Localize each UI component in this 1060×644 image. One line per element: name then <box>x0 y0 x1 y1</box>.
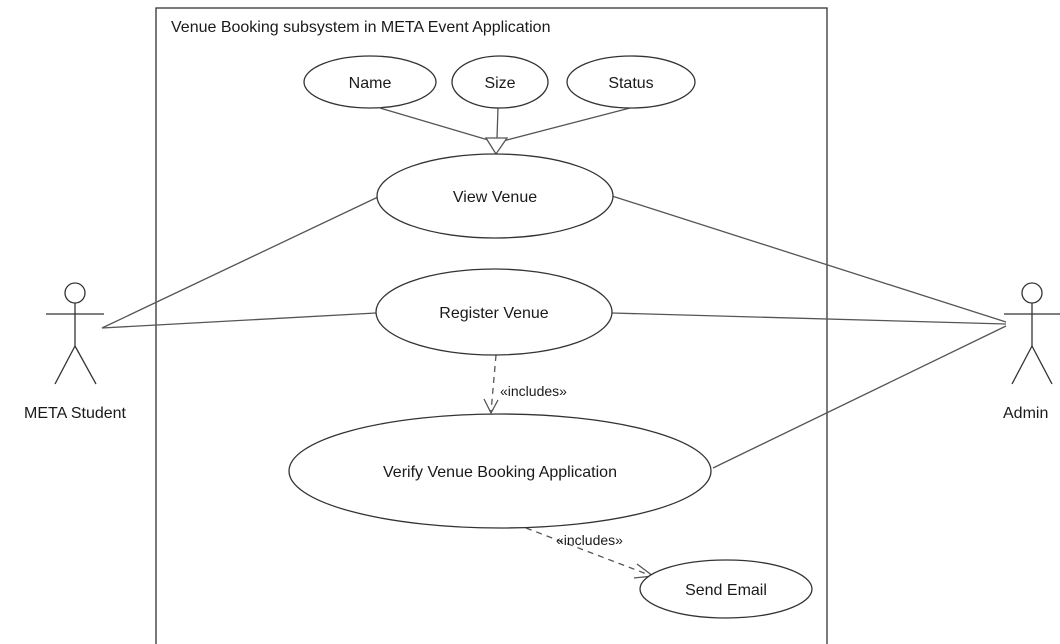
use-case-size-label: Size <box>484 75 515 92</box>
use-case-send-email <box>639 559 813 619</box>
generalization-arrowhead <box>484 137 509 156</box>
actor-admin-head <box>1021 282 1043 304</box>
association-admin-verify <box>712 325 1007 469</box>
actor-admin <box>1004 282 1060 385</box>
use-case-send-email-label: Send Email <box>685 582 767 599</box>
use-case-status <box>566 55 696 109</box>
use-case-register-venue-label: Register Venue <box>439 305 549 322</box>
include-verify-email-label: «includes» <box>556 532 623 548</box>
actor-student-left-leg <box>54 345 76 385</box>
use-case-name-label: Name <box>349 75 392 92</box>
generalization-name <box>379 107 496 143</box>
include-register-verify-line <box>490 354 497 413</box>
include-register-verify-label: «includes» <box>500 383 567 399</box>
actor-student-label: META Student <box>24 405 127 422</box>
actor-student <box>46 282 104 385</box>
association-admin-register-venue <box>611 312 1007 325</box>
include-verify-email-line <box>525 527 653 577</box>
use-case-view-venue <box>376 153 614 239</box>
use-case-view-venue-label: View Venue <box>453 189 537 206</box>
generalization-size <box>496 107 499 139</box>
association-student-register-venue <box>101 312 377 329</box>
use-case-size <box>451 55 549 109</box>
actor-admin-right-leg <box>1031 345 1053 385</box>
association-student-view-venue <box>101 196 379 329</box>
actor-admin-label: Admin <box>1003 405 1048 422</box>
association-admin-view-venue <box>611 195 1007 323</box>
generalization-status <box>498 107 631 143</box>
use-case-name <box>303 55 437 109</box>
system-title: Venue Booking subsystem in META Event Ap… <box>171 19 550 36</box>
include-register-verify-arrowhead <box>483 398 499 415</box>
use-case-verify-application-label: Verify Venue Booking Application <box>383 464 617 481</box>
use-case-status-label: Status <box>608 75 653 92</box>
actor-student-right-leg <box>74 345 97 385</box>
use-case-verify-application <box>288 413 712 529</box>
use-case-register-venue <box>375 268 613 356</box>
actor-student-head <box>64 282 86 304</box>
actor-admin-left-leg <box>1011 345 1033 385</box>
